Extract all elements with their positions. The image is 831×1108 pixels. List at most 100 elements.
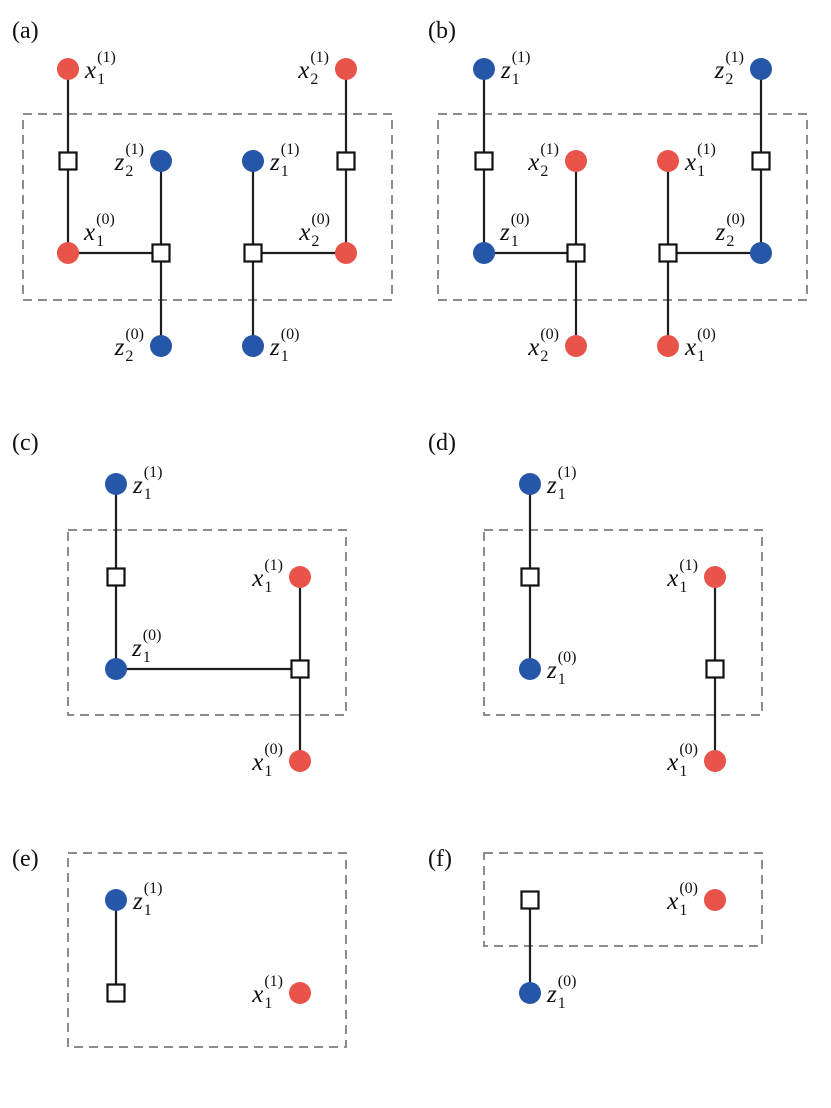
- dashed-boundary: [67, 529, 347, 716]
- factor-node: [336, 151, 356, 171]
- node-label: x1 (0): [684, 326, 716, 365]
- variable-superscript: (0): [726, 211, 745, 228]
- variable-subscript: 1: [697, 348, 705, 365]
- panel-label: (b): [428, 18, 456, 44]
- z-variable-node: [105, 658, 127, 680]
- variable-symbol: x: [666, 749, 678, 776]
- panel-d: (d)z1(1)x1(1)z1(0)x1(0): [428, 430, 763, 780]
- node-label: x2 (1): [527, 141, 559, 180]
- dashed-boundary: [483, 529, 763, 716]
- variable-symbol: x: [684, 334, 696, 361]
- panel-c: (c)z1(1)x1(1)z1(0)x1(0): [12, 430, 347, 780]
- node-label: x1(0): [251, 741, 283, 780]
- x-variable-node: [289, 982, 311, 1004]
- panel-b: (b)z1(1)z2(1)x2(1)x1(1)z1(0)z2(0)x2(0)x1…: [428, 18, 808, 365]
- variable-superscript: (1): [144, 464, 163, 481]
- variable-superscript: (1): [125, 141, 144, 158]
- node-label: z1(0): [131, 627, 161, 666]
- variable-subscript: 2: [125, 348, 133, 365]
- x-variable-node: [704, 566, 726, 588]
- z-variable-node: [750, 242, 772, 264]
- variable-symbol: x: [251, 565, 263, 592]
- factor-node: [290, 659, 310, 679]
- variable-superscript: (0): [697, 326, 716, 343]
- factor-node: [705, 659, 725, 679]
- panel-a: (a)x1(1)x2(1)z2(1)z1(1)x1(0)x2(0)z2(0)z1…: [12, 18, 393, 365]
- z-variable-node: [473, 58, 495, 80]
- variable-subscript: 1: [697, 163, 705, 180]
- z-variable-node: [150, 150, 172, 172]
- variable-symbol: z: [269, 334, 280, 361]
- variable-superscript: (1): [725, 49, 744, 66]
- x-variable-node: [657, 150, 679, 172]
- panel-label: (a): [12, 18, 39, 44]
- variable-symbol: z: [546, 981, 557, 1008]
- variable-subscript: 1: [144, 486, 152, 503]
- node-label: z1(0): [269, 326, 299, 365]
- variable-subscript: 2: [310, 71, 318, 88]
- variable-superscript: (0): [679, 880, 698, 897]
- variable-superscript: (1): [264, 557, 283, 574]
- dashed-boundary: [437, 113, 808, 301]
- node-label: x1(1): [251, 557, 283, 596]
- factor-node: [566, 243, 586, 263]
- variable-symbol: z: [132, 888, 143, 915]
- node-label: z1(1): [132, 880, 162, 919]
- z-variable-node: [519, 658, 541, 680]
- node-label: x1(1): [251, 973, 283, 1012]
- node-label: x1(1): [684, 141, 716, 180]
- node-label: z1(1): [546, 464, 576, 503]
- node-label: z1(1): [132, 464, 162, 503]
- variable-superscript: (1): [540, 141, 559, 158]
- node-label: x1(0): [666, 880, 698, 919]
- variable-symbol: x: [298, 219, 310, 246]
- variable-superscript: (1): [310, 49, 329, 66]
- variable-superscript: (1): [264, 973, 283, 990]
- node-label: x2(0): [527, 326, 559, 365]
- variable-subscript: 1: [511, 233, 519, 250]
- variable-symbol: z: [714, 57, 725, 84]
- z-variable-node: [473, 242, 495, 264]
- variable-symbol: x: [83, 219, 95, 246]
- factor-node: [106, 567, 126, 587]
- node-label: z2 (1): [714, 49, 744, 88]
- panel-label: (f): [428, 846, 452, 872]
- variable-subscript: 2: [540, 163, 548, 180]
- x-variable-node: [57, 58, 79, 80]
- variable-symbol: x: [297, 57, 309, 84]
- variable-subscript: 2: [725, 71, 733, 88]
- variable-subscript: 1: [144, 902, 152, 919]
- node-label: z1(1): [269, 141, 299, 180]
- variable-subscript: 1: [96, 233, 104, 250]
- variable-subscript: 2: [311, 233, 319, 250]
- variable-subscript: 2: [726, 233, 734, 250]
- variable-subscript: 1: [558, 486, 566, 503]
- panel-e: (e)z1(1)x1(1): [12, 846, 347, 1048]
- variable-symbol: x: [527, 149, 539, 176]
- variable-subscript: 1: [558, 995, 566, 1012]
- x-variable-node: [335, 58, 357, 80]
- variable-subscript: 1: [679, 902, 687, 919]
- node-label: x1(0): [83, 211, 115, 250]
- node-label: x2(0): [298, 211, 330, 250]
- variable-superscript: (1): [281, 141, 300, 158]
- variable-symbol: z: [715, 219, 726, 246]
- node-label: z2(0): [114, 326, 144, 365]
- node-label: z2(1): [114, 141, 144, 180]
- variable-superscript: (1): [558, 464, 577, 481]
- x-variable-node: [57, 242, 79, 264]
- variable-symbol: x: [84, 57, 96, 84]
- variable-superscript: (0): [264, 741, 283, 758]
- z-variable-node: [519, 982, 541, 1004]
- x-variable-node: [704, 889, 726, 911]
- factor-node: [520, 567, 540, 587]
- variable-subscript: 1: [281, 348, 289, 365]
- dashed-boundary: [67, 852, 347, 1048]
- variable-superscript: (0): [679, 741, 698, 758]
- node-label: z1(0): [546, 649, 576, 688]
- factor-node: [151, 243, 171, 263]
- node-label: z1(0): [546, 973, 576, 1012]
- x-variable-node: [565, 150, 587, 172]
- variable-subscript: 1: [97, 71, 105, 88]
- variable-superscript: (0): [143, 627, 162, 644]
